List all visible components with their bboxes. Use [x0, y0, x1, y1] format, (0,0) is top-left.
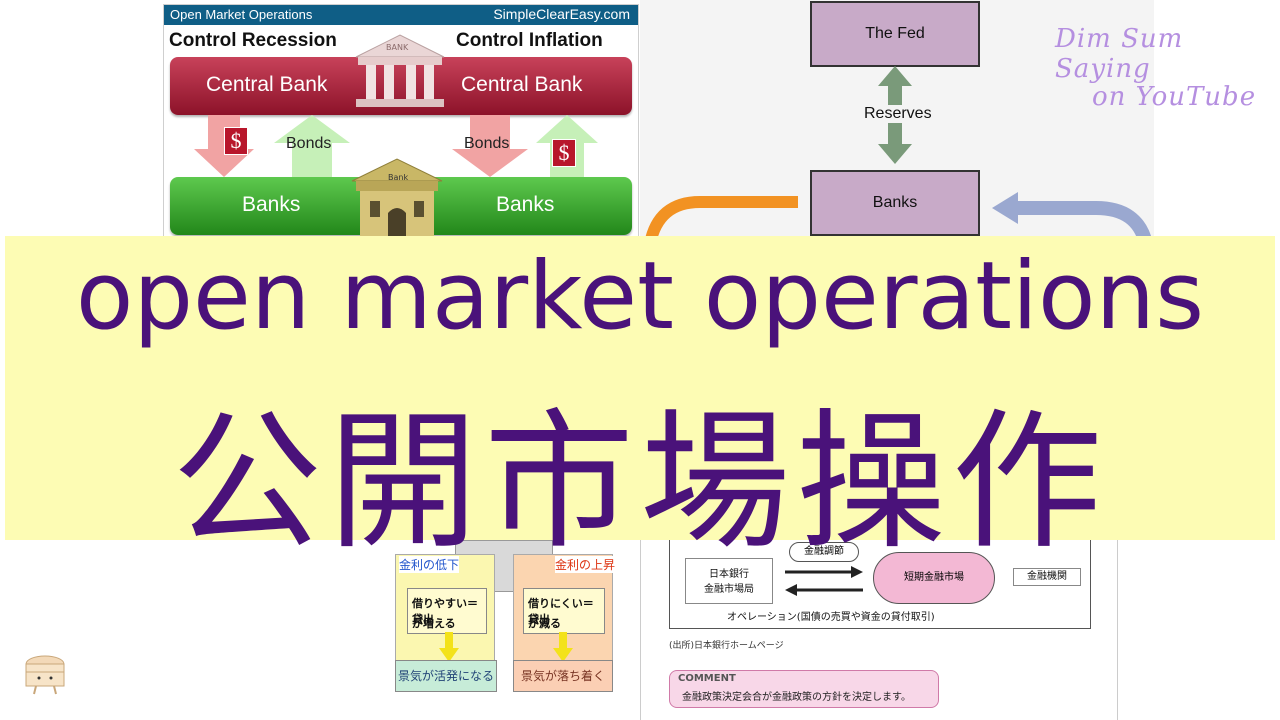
exchange-arrows — [785, 566, 863, 596]
vocabulary-banner: open market operations 公開市場操作 — [5, 236, 1275, 570]
economy-active-box: 景気が活発になる — [395, 660, 497, 692]
boj-line2: 金融市場局 — [704, 584, 754, 595]
watermark-line1: Dim Sum Saying — [1055, 24, 1184, 84]
infographic-site: SimpleClearEasy.com — [493, 6, 630, 22]
bank-building-icon — [351, 158, 443, 241]
dollar-icon-left: $ — [224, 127, 248, 155]
comment-box: COMMENT 金融政策決定会合が金融政策の方針を決定します。 — [669, 670, 939, 708]
institution-box: 金融機関 — [1013, 568, 1081, 586]
down-arrow-right — [452, 115, 528, 177]
boj-operations-diagram: 日本銀行 金融市場局 金融調節 短期金融市場 金融機関 オペレーション(国債の売… — [640, 540, 1118, 720]
short-market-ellipse: 短期金融市場 — [873, 552, 995, 604]
banks-label-left: Banks — [242, 193, 301, 216]
open-market-operations-infographic: Open Market Operations SimpleClearEasy.c… — [163, 4, 639, 246]
rate-down-label: 金利の低下 — [399, 556, 460, 573]
comment-label: COMMENT — [678, 673, 736, 684]
comment-text: 金融政策決定会合が金融政策の方針を決定します。 — [682, 692, 911, 703]
banks-label-right: Banks — [496, 193, 555, 216]
central-bank-icon-text: BANK — [386, 43, 409, 52]
bonds-label-right: Bonds — [464, 135, 510, 152]
central-bank-label-left: Central Bank — [206, 73, 328, 96]
dollar-icon-right: $ — [552, 139, 576, 167]
fed-box: The Fed — [810, 1, 980, 67]
source-note: (出所)日本銀行ホームページ — [669, 641, 784, 651]
central-bank-building-icon — [355, 34, 445, 107]
operations-frame — [669, 540, 1091, 629]
hard-borrow-box: 借りにくい＝貸出 が減る — [523, 588, 605, 634]
central-bank-label-right: Central Bank — [461, 73, 583, 96]
adjust-pill: 金融調節 — [789, 542, 859, 562]
infographic-title-bar: Open Market Operations SimpleClearEasy.c… — [164, 5, 638, 25]
control-recession-heading: Control Recession — [169, 30, 337, 51]
easy-borrow-line2: が増える — [412, 617, 456, 630]
boj-line1: 日本銀行 — [709, 569, 749, 580]
hard-borrow-line1: 借りにくい＝貸出 — [528, 597, 594, 626]
up-arrow-left — [274, 115, 350, 177]
english-term: open market operations — [75, 242, 1205, 351]
easy-borrow-line1: 借りやすい＝貸出 — [412, 597, 478, 626]
dim-sum-mascot-icon — [25, 655, 65, 695]
infographic-title: Open Market Operations — [170, 7, 313, 22]
interest-rate-effect-diagram: 金利の低下 金利の上昇 借りやすい＝貸出 が増える 借りにくい＝貸出 が減る 景… — [395, 540, 620, 720]
boj-box: 日本銀行 金融市場局 — [685, 558, 773, 604]
easy-borrow-box: 借りやすい＝貸出 が増える — [407, 588, 487, 634]
rate-up-label: 金利の上昇 — [555, 556, 616, 573]
bonds-label-left: Bonds — [286, 135, 332, 152]
fed-reserves-diagram: The Fed Reserves Banks — [640, 0, 1154, 244]
hard-borrow-line2: が減る — [528, 617, 561, 630]
japanese-term: 公開市場操作 — [171, 396, 1108, 570]
control-inflation-heading: Control Inflation — [456, 30, 603, 51]
down-arrow-yellow-left — [439, 632, 459, 662]
banks-box: Banks — [810, 170, 980, 236]
orange-curved-arrow — [644, 196, 798, 244]
reserves-label: Reserves — [862, 105, 934, 123]
operation-caption: オペレーション(国債の売買や資金の貸付取引) — [727, 612, 935, 623]
down-arrow-yellow-right — [553, 632, 573, 662]
bank-icon-text: Bank — [388, 173, 409, 182]
economy-calm-box: 景気が落ち着く — [513, 660, 613, 692]
watermark-line2: on YouTube — [1092, 82, 1257, 112]
